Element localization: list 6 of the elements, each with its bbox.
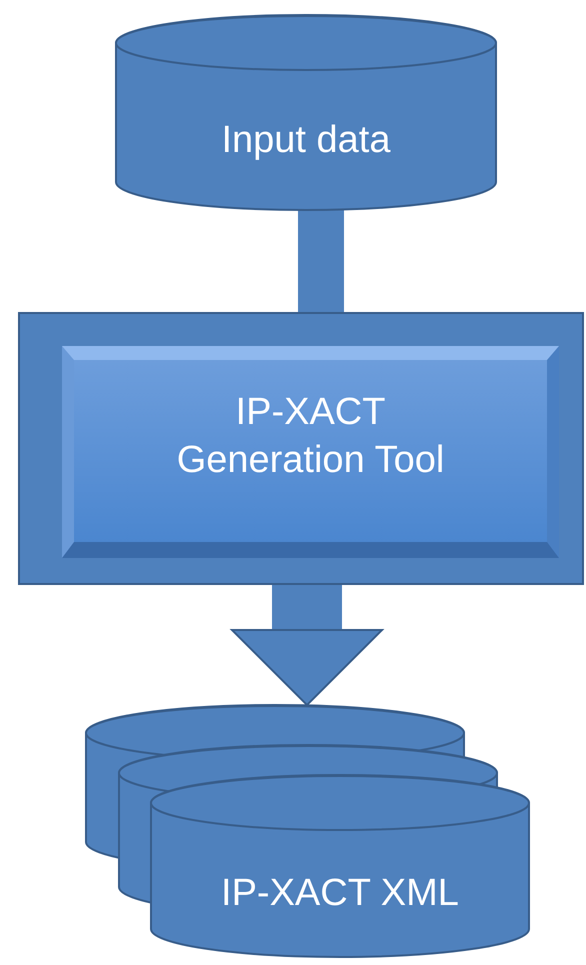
node-label: Input data <box>220 118 392 162</box>
process-box <box>62 346 559 558</box>
tool-frame <box>18 312 584 585</box>
node-label: IP-XACT Generation Tool <box>176 390 446 482</box>
node-label: IP-XACT XML <box>220 871 460 916</box>
arrow <box>231 584 383 706</box>
